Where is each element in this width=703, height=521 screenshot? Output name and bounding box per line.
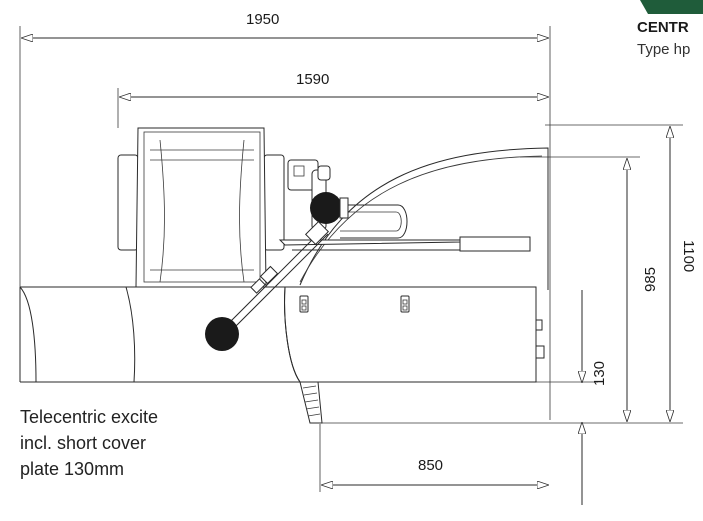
dimension-label-850: 850 — [418, 457, 443, 474]
dimension-inner-width: 1590 — [117, 71, 548, 128]
latch-right — [400, 295, 410, 313]
dimension-label-985: 985 — [642, 267, 659, 292]
dimension-overall-height: 1100 — [320, 124, 697, 424]
brand-accent-shape — [640, 0, 703, 14]
dimension-front-width: 850 — [319, 424, 548, 492]
machine-outline — [19, 127, 549, 424]
caption-line-1: Telecentric excite — [20, 407, 159, 427]
brand-block: CENTR Type hp — [637, 0, 703, 80]
dimension-overall-width: 1950 — [19, 11, 551, 420]
caption-line-3: plate 130mm — [20, 459, 125, 479]
caption-line-2: incl. short cover — [20, 433, 147, 453]
upper-knob — [310, 192, 342, 224]
brand-title: CENTR — [637, 19, 689, 36]
drawing-caption: Telecentric excite incl. short cover pla… — [20, 404, 158, 482]
motor-housing — [117, 127, 285, 288]
dimension-label-1590: 1590 — [296, 71, 329, 88]
lower-knob — [205, 317, 239, 351]
dimension-label-1100: 1100 — [680, 240, 697, 272]
dimension-label-1950: 1950 — [246, 11, 279, 28]
dimension-body-height: 985 — [520, 156, 659, 421]
latch-left — [299, 295, 309, 313]
cover-plate-hatching — [302, 385, 321, 417]
dimension-label-130: 130 — [591, 361, 608, 386]
brand-subtitle: Type hp — [637, 41, 691, 58]
